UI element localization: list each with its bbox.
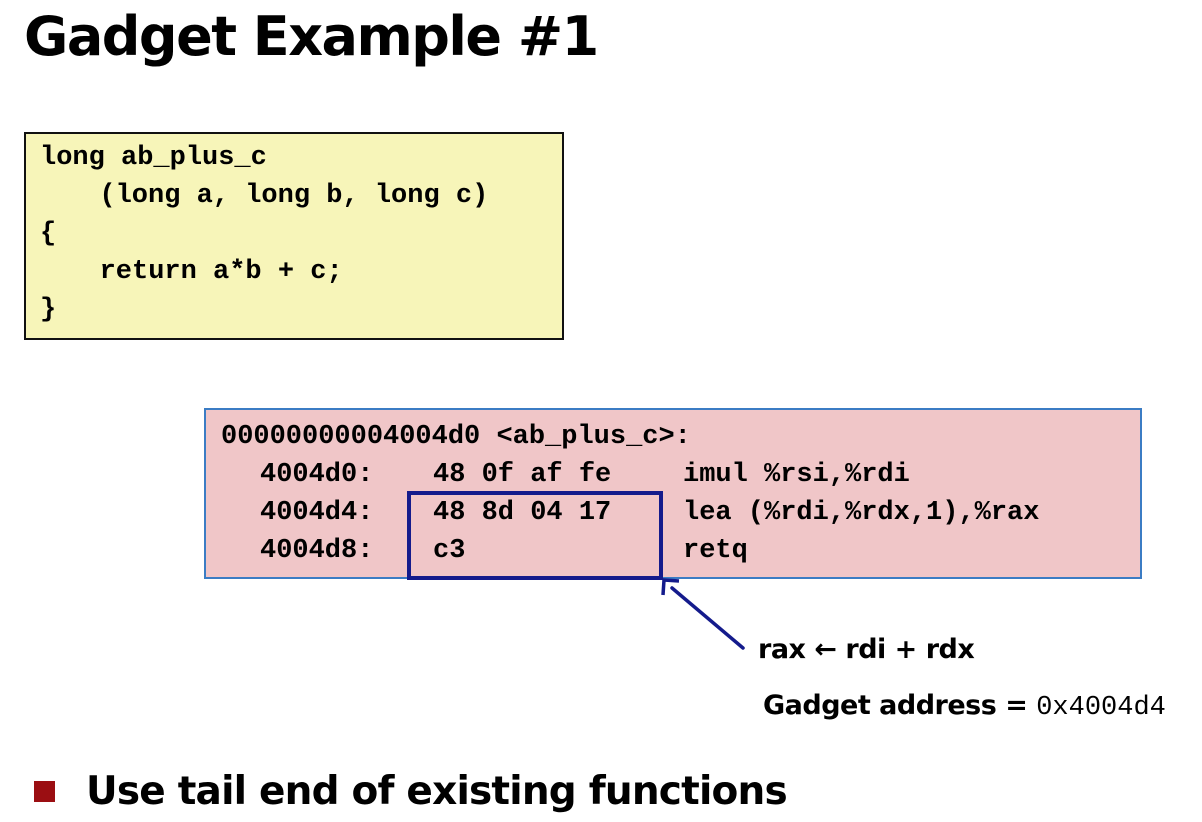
bullet-item-1: Use tail end of existing functions xyxy=(86,769,788,814)
disassembly-box: 00000000004004d0 <ab_plus_c>: 4004d0: 48… xyxy=(204,408,1142,579)
row-2-address: 4004d4: xyxy=(260,498,374,528)
gadget-semantics: rax ← rdi + rdx xyxy=(758,634,975,665)
row-1-address: 4004d0: xyxy=(260,460,374,490)
code-line-2: (long a, long b, long c) xyxy=(67,181,489,211)
gadget-address-note: Gadget address = 0x4004d4 xyxy=(763,689,1166,725)
code-line-4: return a*b + c; xyxy=(51,257,343,287)
slide-title: Gadget Example #1 xyxy=(24,5,599,68)
row-3-instruction: retq xyxy=(683,536,748,566)
row-3-bytes: c3 xyxy=(433,536,466,566)
row-2-instruction: lea (%rdi,%rdx,1),%rax xyxy=(683,498,1040,528)
gadget-highlight-box xyxy=(407,491,663,580)
code-line-1: long ab_plus_c xyxy=(40,143,267,173)
row-1-instruction: imul %rsi,%rdi xyxy=(683,460,910,490)
row-3-address: 4004d8: xyxy=(260,536,374,566)
gadget-address-label: Gadget address = xyxy=(763,690,1037,721)
code-line-5: } xyxy=(40,295,57,325)
c-source-code-box: long ab_plus_c (long a, long b, long c) … xyxy=(24,132,564,340)
gadget-address-value: 0x4004d4 xyxy=(1036,693,1166,723)
bullet-square-icon xyxy=(34,781,55,802)
code-line-3: { xyxy=(40,219,57,249)
row-1-bytes: 48 0f af fe xyxy=(433,460,612,490)
disassembly-header: 00000000004004d0 <ab_plus_c>: xyxy=(221,422,691,452)
row-2-bytes: 48 8d 04 17 xyxy=(433,498,612,528)
